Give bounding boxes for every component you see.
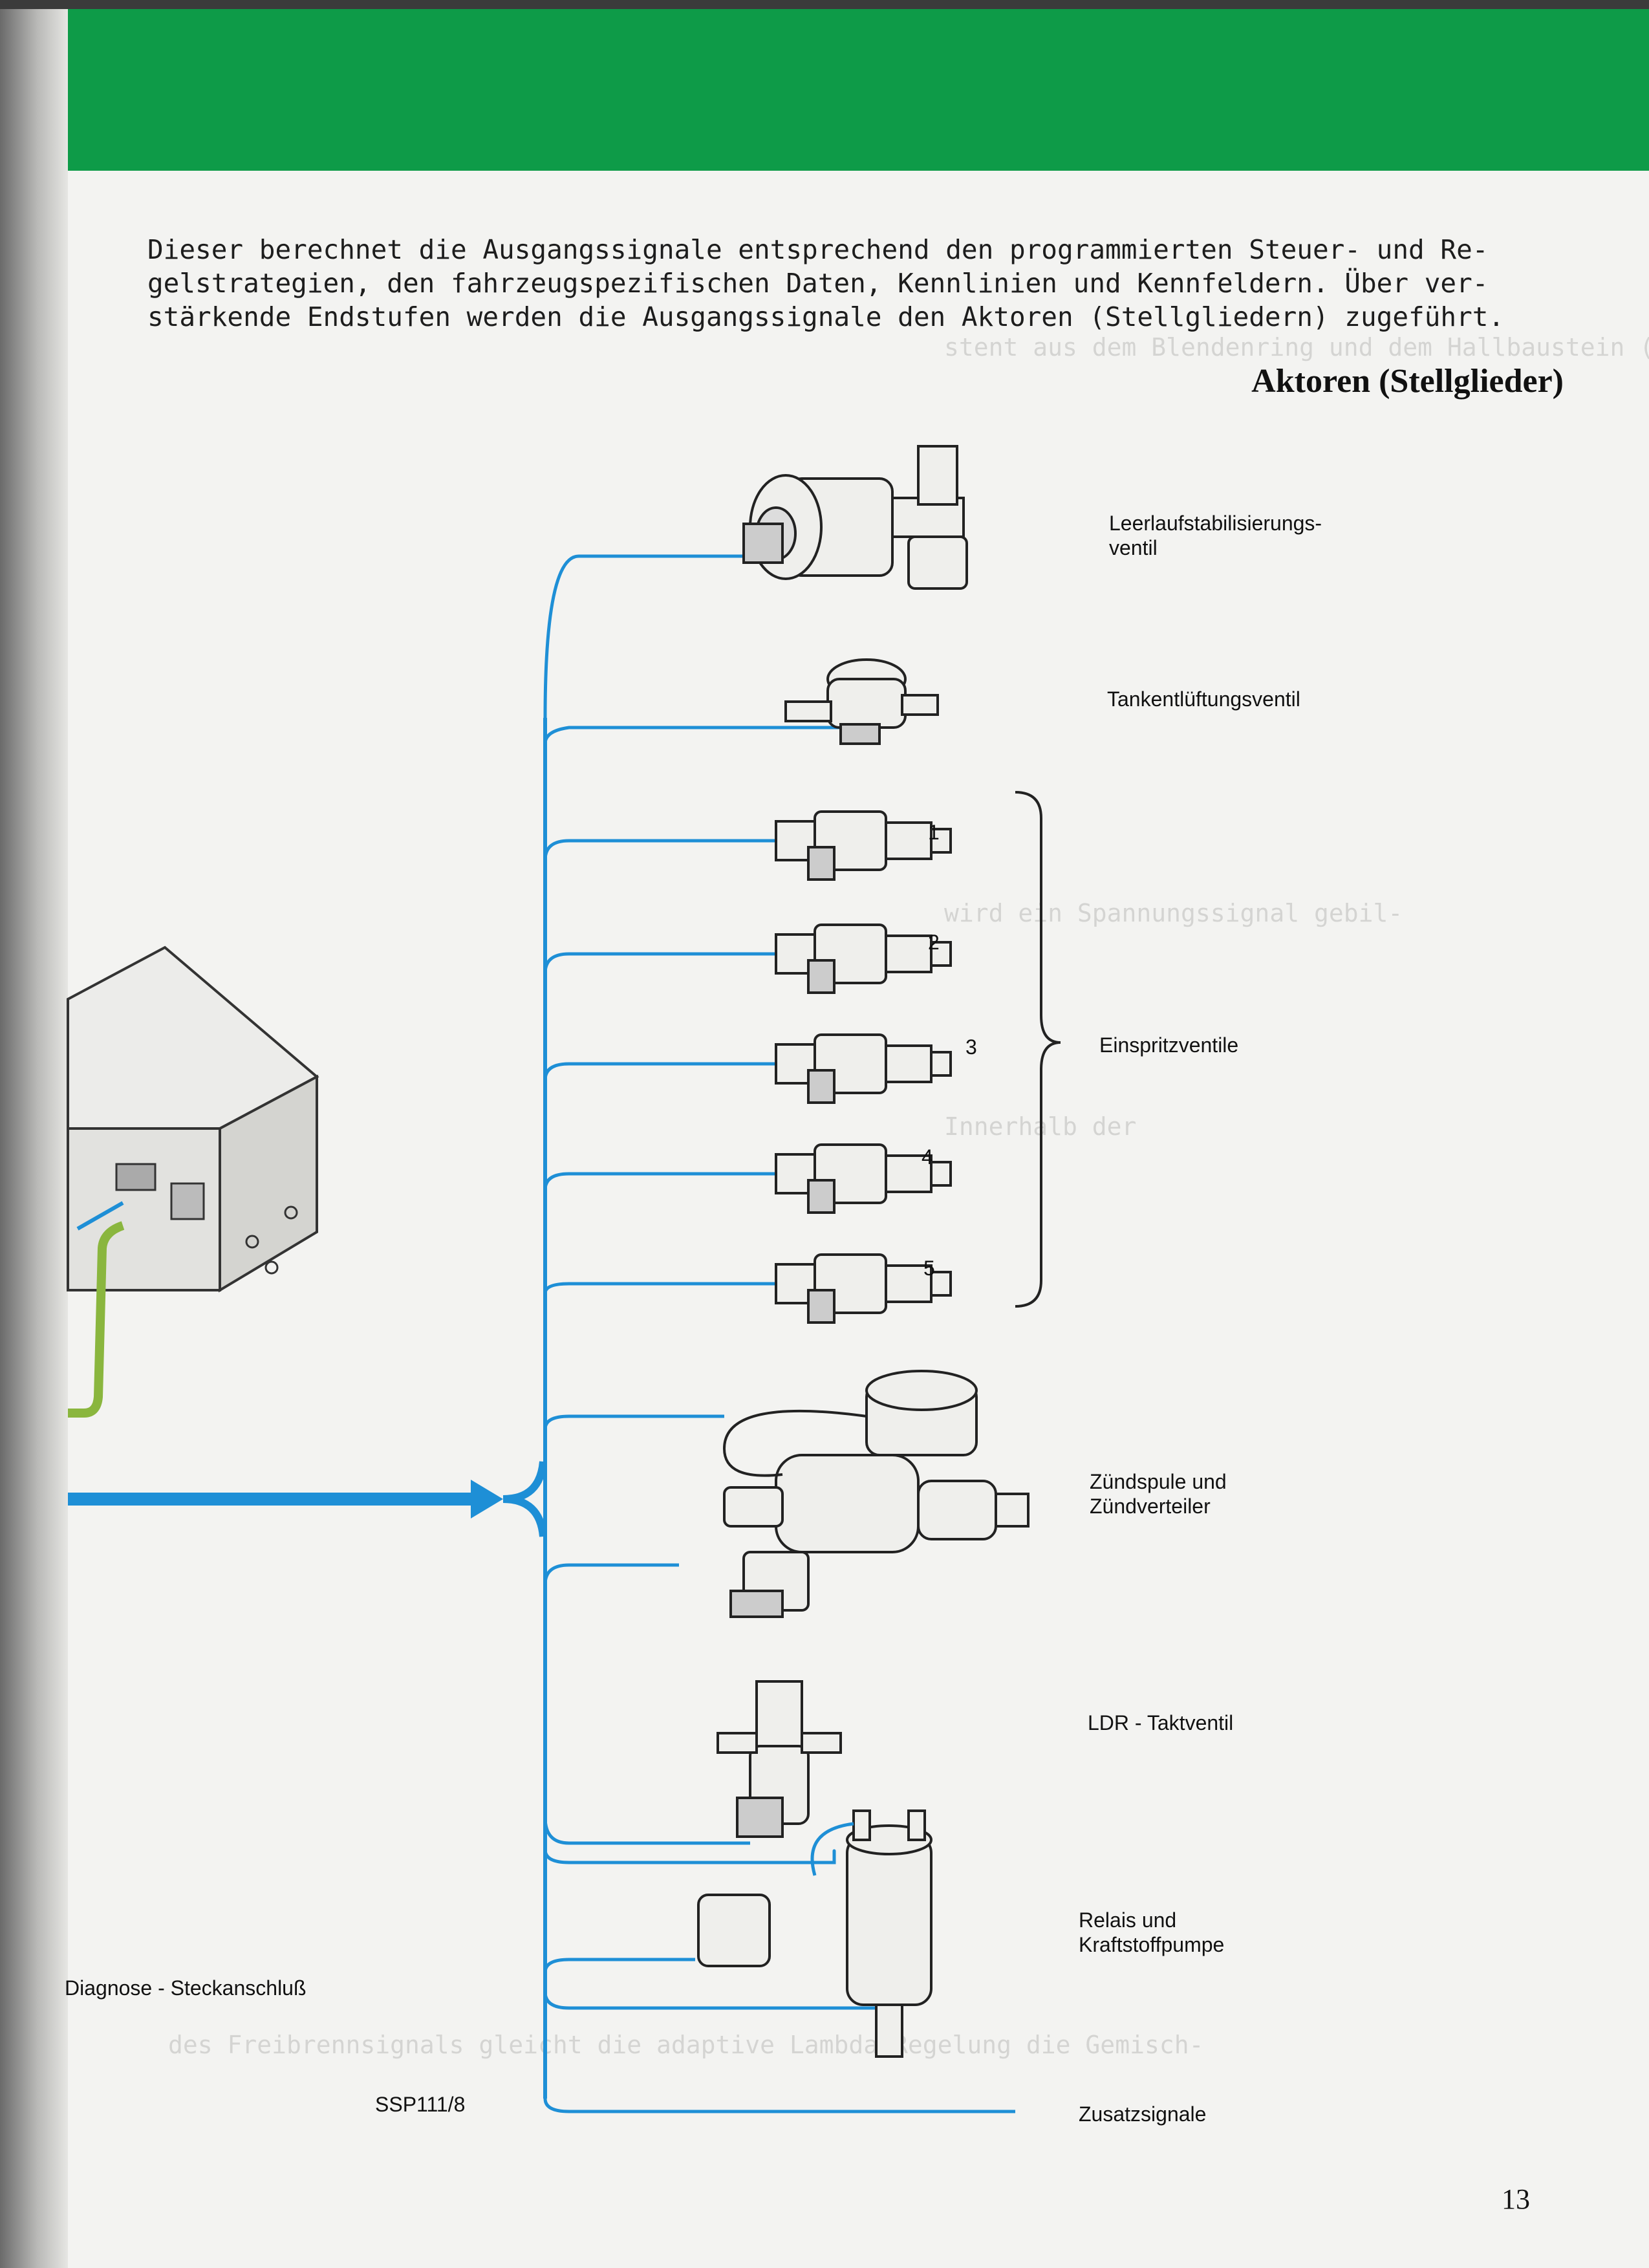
signal-arrow — [471, 1480, 503, 1518]
label-injector-4: 4 — [921, 1145, 933, 1169]
injector-illustrations — [775, 810, 952, 1324]
label-ignition-coil-distributor: Zündspule und Zündverteiler — [1090, 1470, 1227, 1518]
label-injector-3: 3 — [965, 1035, 977, 1059]
control-unit-illustration — [67, 945, 319, 1293]
top-edge — [0, 0, 1649, 9]
intro-line-3: stärkende Endstufen werden die Ausgangss… — [147, 301, 1505, 332]
label-injector-2: 2 — [928, 931, 940, 954]
label-additional-signals: Zusatzsignale — [1079, 2102, 1207, 2126]
intro-line-1: Dieser berechnet die Ausgangssignale ent… — [147, 234, 1489, 265]
bleed-through: wird ein Spannungssignal gebil- — [944, 899, 1403, 927]
book-spine-shadow — [0, 0, 68, 2268]
intro-paragraph: Dieser berechnet die Ausgangssignale ent… — [147, 233, 1544, 334]
label-injector-5: 5 — [923, 1257, 935, 1280]
bleed-through: des Freibrennsignals gleicht die adaptiv… — [168, 2031, 1204, 2059]
ldr-valve-illustration — [717, 1680, 842, 1838]
label-ldr-valve: LDR - Taktventil — [1088, 1711, 1234, 1734]
label-relay-fuel-pump: Relais und Kraftstoffpumpe — [1079, 1908, 1225, 1956]
ignition-coil-distributor-illustration — [722, 1370, 1029, 1618]
idle-valve-illustration — [742, 445, 968, 590]
bleed-through: stent aus dem Blendenring und dem Hallba… — [944, 333, 1649, 362]
label-tank-vent-valve: Tankentlüftungsventil — [1107, 687, 1300, 711]
label-injection-valves: Einspritzventile — [1099, 1033, 1239, 1057]
injector-brace — [1015, 791, 1061, 1308]
green-hose — [68, 1221, 125, 1418]
label-diagnostic-connector: Diagnose - Steckanschluß — [65, 1976, 307, 2000]
page-number: 13 — [1502, 2183, 1530, 2215]
section-heading: Aktoren (Stellglieder) — [1251, 363, 1564, 400]
wire-branches — [543, 542, 1015, 2113]
tank-vent-valve-illustration — [784, 658, 939, 745]
intro-line-2: gelstrategien, den fahrzeugspezifischen … — [147, 268, 1489, 299]
label-idle-stabilizer-valve: Leerlaufstabilisierungs- ventil — [1109, 512, 1322, 559]
label-injector-1: 1 — [928, 821, 940, 844]
relay-fuel-pump-illustration — [697, 1809, 932, 2058]
green-header-bar — [68, 9, 1649, 171]
figure-reference: SSP111/8 — [375, 2093, 466, 2116]
